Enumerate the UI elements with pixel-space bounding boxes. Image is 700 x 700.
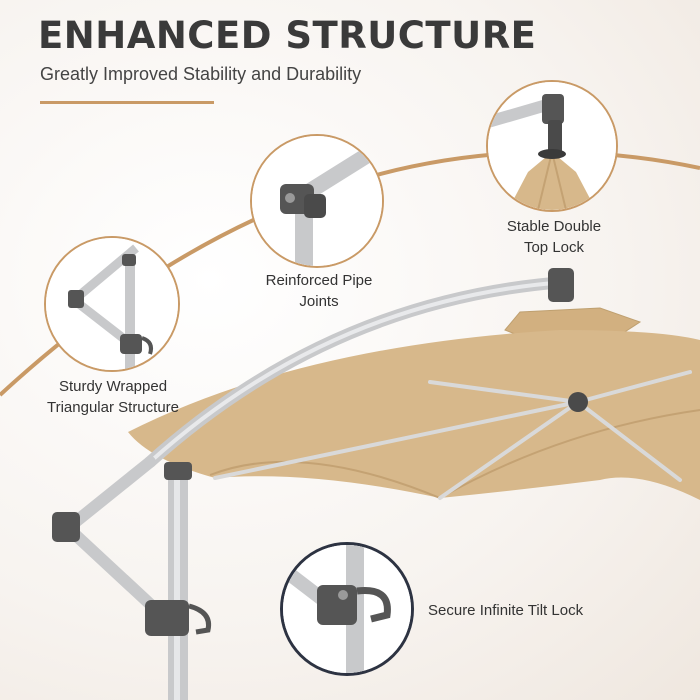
feature-label-top-lock: Stable Double Top Lock bbox=[506, 218, 602, 256]
top-joint bbox=[548, 268, 574, 302]
tilt-lock-icon bbox=[280, 542, 414, 676]
canopy-seam bbox=[209, 460, 441, 499]
pipe-joint-icon bbox=[250, 134, 384, 268]
feature-label-pipe-joints: Reinforced Pipe Joints bbox=[265, 272, 373, 310]
cantilever-arm-highlight bbox=[148, 280, 567, 464]
page-subtitle: Greatly Improved Stability and Durabilit… bbox=[40, 64, 362, 84]
feature-label-triangular-structure: Sturdy Wrapped Triangular Structure bbox=[47, 378, 179, 416]
canopy-seam bbox=[439, 409, 700, 499]
top-lock-icon bbox=[486, 80, 618, 212]
page-title: ENHANCED STRUCTURE bbox=[38, 14, 537, 57]
tilt-lock-handle bbox=[188, 603, 212, 635]
tilt-lock-joint bbox=[145, 600, 189, 636]
feature-label-tilt-lock: Secure Infinite Tilt Lock bbox=[428, 602, 584, 619]
triangular-structure-icon bbox=[44, 236, 180, 372]
title-underline bbox=[40, 101, 214, 104]
canopy bbox=[128, 330, 700, 500]
canopy-hub bbox=[568, 392, 588, 412]
support-arm bbox=[62, 456, 156, 534]
pole-highlight bbox=[174, 470, 180, 700]
pole-collar bbox=[164, 462, 192, 480]
lower-joint bbox=[52, 512, 80, 542]
canopy-ribs bbox=[213, 370, 692, 500]
